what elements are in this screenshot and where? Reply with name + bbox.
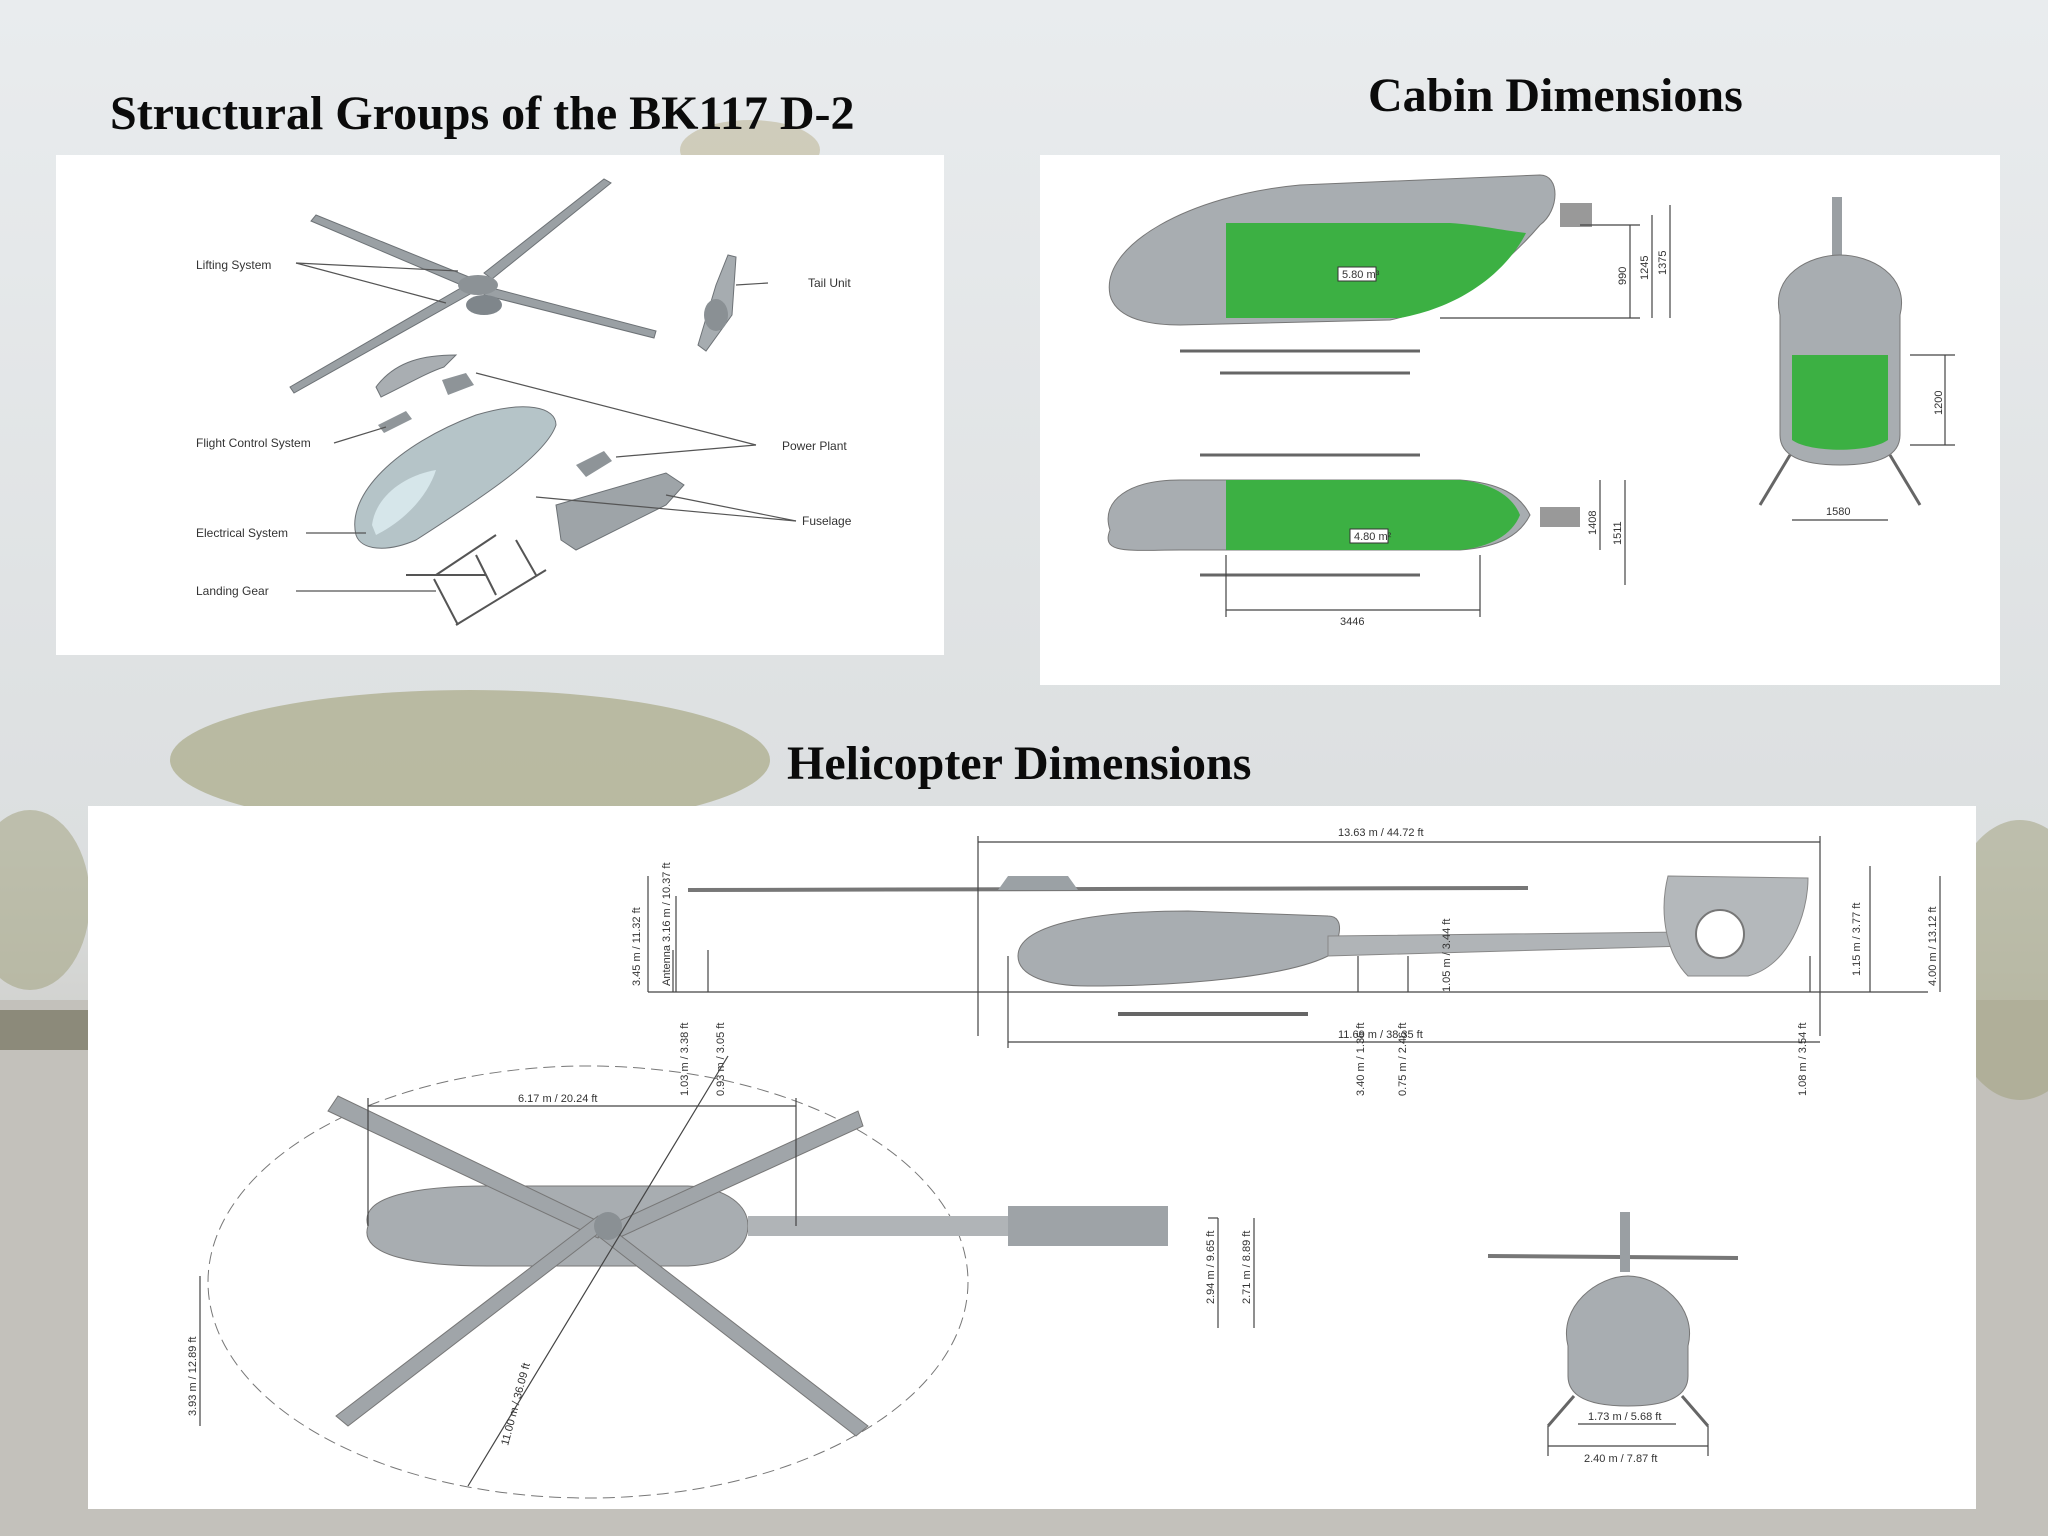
top-dimension-lines	[199, 1055, 1255, 1487]
front-skids-icon	[1758, 454, 1922, 506]
cabin-dimensions-diagram: 5.80 m³ 990 1245 1375 4.80 m² 3446 1408 …	[1107, 174, 1955, 628]
label-lifting-system: Lifting System	[196, 258, 271, 272]
engine-cowling-icon	[375, 354, 458, 398]
exploded-view-diagram: Lifting System Tail Unit Flight Control …	[196, 178, 852, 626]
top-skids-icon	[1200, 453, 1420, 577]
dim-ground-1: 0.93 m / 3.05 ft	[715, 1023, 727, 1096]
dim-skid-width: 1.73 m / 5.68 ft	[1588, 1411, 1661, 1423]
dim-tail-clear: 1.08 m / 3.54 ft	[1797, 1023, 1809, 1096]
top-volume-label: 4.80 m²	[1354, 531, 1392, 543]
side-view	[687, 875, 1809, 1016]
front-dimension-lines	[1547, 1423, 1709, 1456]
top-dimension-lines	[1225, 480, 1626, 617]
cabin-dimensions-panel: 5.80 m³ 990 1245 1375 4.80 m² 3446 1408 …	[1040, 155, 2000, 685]
dim-height-mast: 3.45 m / 11.32 ft	[631, 907, 643, 986]
dim-height-total: 4.00 m / 13.12 ft	[1927, 907, 1939, 987]
helicopter-dimensions-diagram: 13.63 m / 44.72 ft 11.69 m / 38.35 ft 3.…	[187, 827, 1941, 1499]
power-plant-part-icon	[442, 373, 474, 395]
side-dimension-lines	[1440, 205, 1671, 319]
cabin-top-green-volume	[1226, 480, 1520, 550]
rear-fuselage-icon	[555, 472, 685, 551]
dim-overall-length: 13.63 m / 44.72 ft	[1338, 827, 1424, 839]
dim-height-left: 3.93 m / 12.89 ft	[187, 1337, 199, 1417]
dim-mid-3: 1.05 m / 3.44 ft	[1441, 919, 1453, 992]
side-rotor-blade	[687, 886, 1529, 892]
dim-fuselage-length: 11.69 m / 38.35 ft	[1338, 1029, 1423, 1041]
rotor-disc-outline	[207, 1065, 969, 1499]
dim-height-antenna: Antenna 3.16 m / 10.37 ft	[661, 862, 673, 986]
top-horizontal-stabilizer	[1008, 1206, 1168, 1246]
side-volume-label-box	[1337, 266, 1377, 282]
exhaust-icon	[1560, 203, 1592, 227]
label-electrical-system: Electrical System	[196, 526, 288, 540]
structural-groups-title: Structural Groups of the BK117 D-2	[110, 87, 855, 140]
front-rotor-blade	[1487, 1254, 1739, 1260]
side-skids-icon	[1180, 349, 1420, 375]
leader-lines	[295, 262, 797, 592]
front-view	[1487, 1212, 1739, 1427]
engine-icon	[576, 451, 612, 477]
dim-1245: 1245	[1639, 256, 1651, 280]
label-tail-unit: Tail Unit	[808, 276, 851, 290]
dim-skid-track: 2.40 m / 7.87 ft	[1584, 1453, 1657, 1465]
side-volume-label: 5.80 m³	[1342, 269, 1380, 281]
helicopter-dimensions-panel: 13.63 m / 44.72 ft 11.69 m / 38.35 ft 3.…	[88, 806, 1976, 1509]
dim-mid-1: 3.40 m / 1.36 ft	[1355, 1023, 1367, 1096]
dim-3446: 3446	[1340, 616, 1364, 628]
dim-width-1: 2.94 m / 9.65 ft	[1205, 1231, 1217, 1304]
top-view	[207, 1065, 1168, 1499]
dim-1511: 1511	[1612, 521, 1624, 545]
flight-control-part-icon	[378, 411, 412, 433]
landing-gear-icon	[406, 534, 547, 626]
dim-rotor-diam: 11.00 m / 36.09 ft	[499, 1362, 533, 1447]
dim-1408: 1408	[1587, 511, 1599, 535]
side-fuselage	[1017, 910, 1341, 987]
top-rotor-hub	[594, 1212, 622, 1240]
label-power-plant: Power Plant	[782, 439, 847, 453]
rotor-hub-icon	[458, 275, 498, 295]
rotor-head-icon	[466, 295, 502, 315]
side-tail-boom	[1327, 931, 1689, 957]
front-tail-icon	[1832, 197, 1842, 257]
front-dimension-lines	[1792, 354, 1955, 521]
front-green-volume	[1792, 355, 1888, 450]
fenestron-icon	[1695, 909, 1745, 959]
dim-1375: 1375	[1657, 251, 1669, 275]
dim-1200: 1200	[1933, 391, 1945, 415]
side-rotor-head	[998, 876, 1078, 890]
label-fuselage: Fuselage	[802, 514, 852, 528]
dim-tail-15: 1.15 m / 3.77 ft	[1851, 903, 1863, 976]
dim-mid-2: 0.75 m / 2.46 ft	[1397, 1023, 1409, 1096]
label-flight-control-system: Flight Control System	[196, 436, 311, 450]
label-landing-gear: Landing Gear	[196, 584, 269, 598]
dim-1580: 1580	[1826, 506, 1850, 518]
dim-rotor-span: 6.17 m / 20.24 ft	[518, 1093, 598, 1105]
cabin-dimensions-title: Cabin Dimensions	[1368, 69, 1743, 122]
top-volume-label-box	[1349, 528, 1389, 544]
structural-groups-panel: Lifting System Tail Unit Flight Control …	[56, 155, 944, 655]
front-skids	[1546, 1395, 1710, 1427]
dim-990: 990	[1617, 267, 1629, 285]
front-tail-fin	[1620, 1212, 1630, 1272]
windshield-icon	[372, 470, 436, 535]
top-rotor-blades	[327, 1095, 869, 1437]
front-fuselage	[1566, 1275, 1690, 1407]
side-dimension-lines	[647, 836, 1941, 1048]
helicopter-dimensions-title: Helicopter Dimensions	[787, 737, 1252, 790]
top-exhaust-icon	[1540, 507, 1580, 527]
tail-rotor-icon	[704, 299, 728, 331]
dim-nose-clear: 1.03 m / 3.38 ft	[679, 1023, 691, 1096]
dim-width-2: 2.71 m / 8.89 ft	[1241, 1231, 1253, 1304]
